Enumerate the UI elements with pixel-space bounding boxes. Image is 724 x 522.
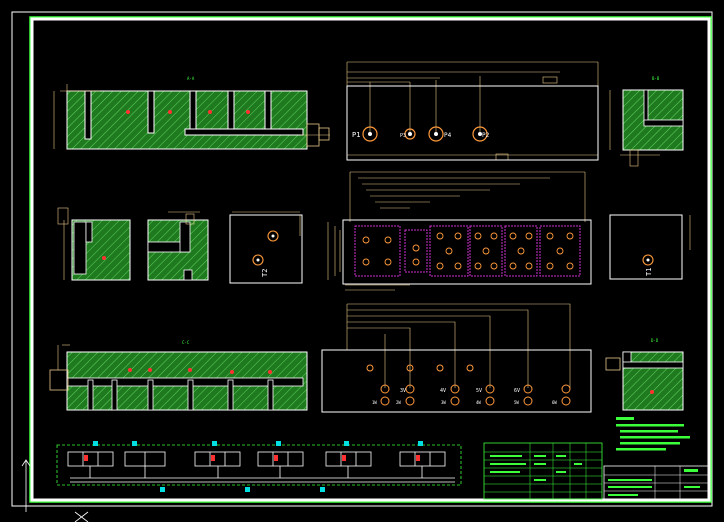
side-view-left: T2 bbox=[229, 211, 303, 284]
port-label-p4: P4 bbox=[444, 132, 452, 139]
hydraulic-schematic bbox=[56, 441, 462, 492]
side-label-t1: T1 bbox=[645, 268, 653, 276]
port-label-3w: 3W bbox=[441, 400, 446, 405]
port-label-3v: 3V bbox=[400, 388, 406, 394]
border-frame bbox=[30, 17, 711, 502]
port-label-p1: P1 bbox=[352, 131, 360, 139]
port-label-1w: 1W bbox=[372, 400, 377, 405]
section-view-top-right: B-B bbox=[609, 76, 684, 167]
svg-text:C-C: C-C bbox=[182, 340, 190, 345]
front-view-top: P1 P3 P4 P2 bbox=[346, 61, 599, 161]
section-view-mid-1 bbox=[57, 207, 131, 281]
port-label-4w: 4W bbox=[476, 400, 481, 405]
svg-text:B-B: B-B bbox=[652, 76, 660, 81]
port-label-6v: 6V bbox=[514, 388, 520, 394]
technical-notes bbox=[616, 417, 690, 451]
section-view-bottom-right: D-D bbox=[605, 338, 684, 411]
port-label-p2: P2 bbox=[482, 132, 490, 139]
svg-text:D-D: D-D bbox=[651, 338, 659, 343]
outer-frame bbox=[11, 11, 713, 507]
port-label-4v: 4V bbox=[440, 388, 446, 394]
inner-frame bbox=[29, 16, 712, 503]
port-label-5w: 5W bbox=[514, 400, 519, 405]
svg-text:A-A: A-A bbox=[187, 76, 195, 81]
side-label-t2: T2 bbox=[261, 269, 269, 277]
title-block bbox=[603, 465, 709, 500]
section-view-mid-2 bbox=[147, 211, 209, 281]
port-label-2w: 2W bbox=[396, 400, 401, 405]
side-view-right: T1 bbox=[609, 214, 691, 280]
plan-view-center bbox=[327, 171, 592, 291]
port-label-p3: P3 bbox=[400, 133, 406, 139]
port-label-5v: 5V bbox=[476, 388, 482, 394]
parts-list-table bbox=[483, 442, 603, 500]
port-label-6w: 6W bbox=[552, 400, 557, 405]
ucs-axis-icon bbox=[21, 459, 89, 522]
section-view-top-left: A-A bbox=[53, 76, 330, 150]
section-view-bottom-left: C-C bbox=[49, 340, 308, 411]
front-view-bottom: 3V 4V 5V 6V 1W 2W 3W 4W 5W 6W bbox=[321, 303, 592, 413]
